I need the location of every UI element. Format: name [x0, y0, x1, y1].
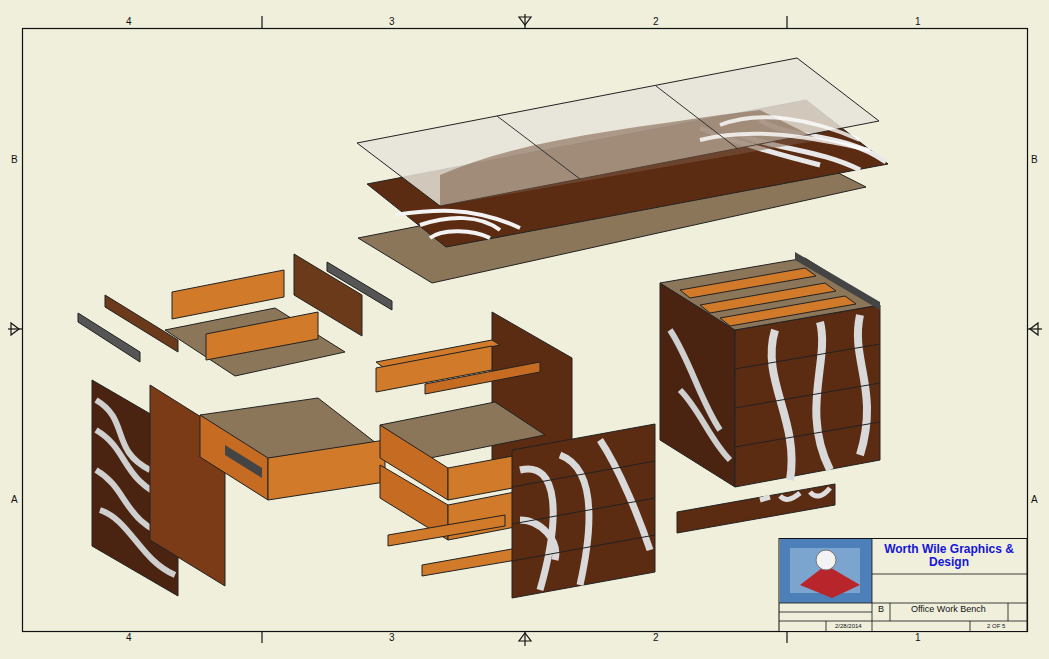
zone-letter: B: [1031, 154, 1038, 165]
zone-letter: A: [1031, 494, 1038, 505]
drawing-title: Office Work Bench: [911, 605, 986, 615]
zone-letter: A: [11, 494, 18, 505]
zone-number: 3: [389, 16, 395, 27]
drawing-date: 2/28/2014: [835, 623, 862, 630]
sheet-size: B: [878, 605, 884, 615]
zone-number: 4: [126, 632, 132, 643]
zone-number: 1: [915, 16, 921, 27]
company-name: Worth Wile Graphics & Design: [873, 543, 1025, 569]
zone-number: 2: [653, 632, 659, 643]
sheet-number: 2 OF 5: [987, 623, 1005, 630]
zone-number: 2: [653, 16, 659, 27]
zone-number: 3: [389, 632, 395, 643]
zone-letter: B: [11, 154, 18, 165]
zone-number: 4: [126, 16, 132, 27]
zone-number: 1: [915, 632, 921, 643]
